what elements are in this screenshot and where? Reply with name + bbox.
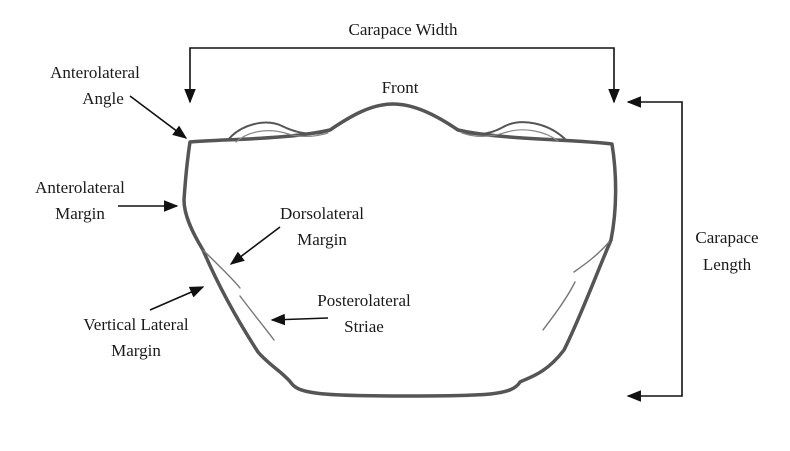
anterolateral-angle-arrow <box>129 95 188 139</box>
label-anterolateral-margin-line2: Margin <box>55 204 105 223</box>
label-anterolateral-angle-line2: Angle <box>82 89 124 108</box>
label-front: Front <box>382 78 419 97</box>
dorsolateral-margin-right <box>573 241 610 273</box>
vertical-lateral-margin-arrow <box>149 286 205 311</box>
carapace-length-bracket <box>626 96 683 402</box>
label-anterolateral-margin-line1: Anterolateral <box>35 178 125 197</box>
label-vertical-lateral-margin-line2: Margin <box>111 341 161 360</box>
front-lobe-right <box>457 121 566 140</box>
label-carapace-width: Carapace Width <box>349 20 458 39</box>
posterolateral-stria-left <box>239 295 275 341</box>
label-dorsolateral-margin-line2: Margin <box>297 230 347 249</box>
front-lobe-left <box>227 121 331 141</box>
dorsolateral-margin-left <box>202 249 241 289</box>
label-anterolateral-angle-line1: Anterolateral <box>50 63 140 82</box>
front-lobe-right-inner <box>461 129 559 142</box>
carapace-width-bracket <box>184 47 620 104</box>
carapace-outline <box>182 102 618 398</box>
dorsolateral-margin-arrow <box>229 226 281 265</box>
posterolateral-striae-arrow <box>270 313 329 326</box>
label-carapace-length-line1: Carapace <box>695 228 758 247</box>
carapace-body <box>182 102 618 398</box>
posterolateral-stria-right <box>542 281 576 331</box>
label-posterolateral-striae-line1: Posterolateral <box>317 291 411 310</box>
label-dorsolateral-margin-line1: Dorsolateral <box>280 204 364 223</box>
label-vertical-lateral-margin-line1: Vertical Lateral <box>83 315 189 334</box>
label-posterolateral-striae-line2: Striae <box>344 317 384 336</box>
front-lobe-left-inner <box>235 130 329 143</box>
labels: Carapace Width Front Anterolateral Angle… <box>35 20 758 360</box>
annotation-arrows <box>118 47 683 402</box>
label-carapace-length-line2: Length <box>703 255 752 274</box>
